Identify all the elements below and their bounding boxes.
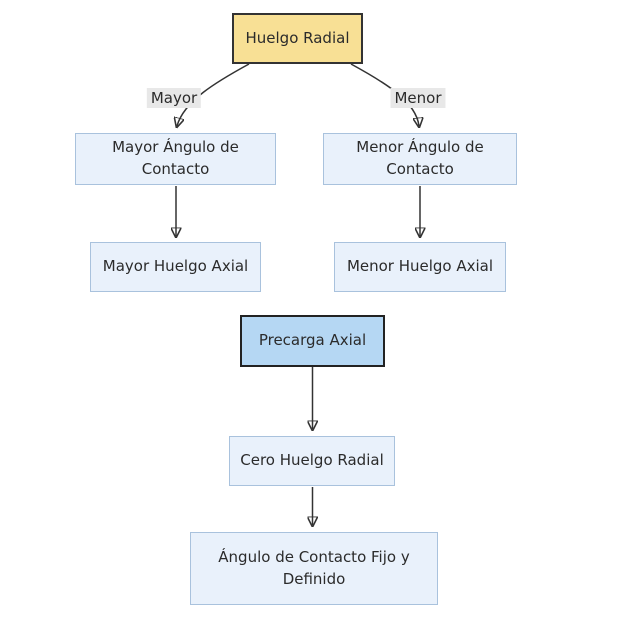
node-mayor-huelgo-axial-label: Mayor Huelgo Axial [102, 257, 249, 276]
edge-label-menor: Menor [390, 88, 446, 108]
node-mayor-angulo-contacto-label: Mayor Ángulo de Contacto [112, 138, 239, 178]
node-menor-angulo-contacto: Menor Ángulo de Contacto [323, 133, 517, 185]
node-huelgo-radial-label: Huelgo Radial [245, 28, 350, 47]
node-mayor-angulo-contacto: Mayor Ángulo de Contacto [75, 133, 276, 185]
node-mayor-huelgo-axial: Mayor Huelgo Axial [90, 242, 261, 292]
node-cero-huelgo-radial-label: Cero Huelgo Radial [240, 451, 384, 470]
edge-label-mayor: Mayor [146, 88, 202, 108]
node-menor-huelgo-axial-label: Menor Huelgo Axial [346, 257, 494, 276]
node-menor-huelgo-axial: Menor Huelgo Axial [334, 242, 506, 292]
node-precarga-axial-label: Precarga Axial [258, 331, 367, 350]
node-cero-huelgo-radial: Cero Huelgo Radial [229, 436, 395, 486]
node-menor-angulo-contacto-label: Menor Ángulo de Contacto [356, 138, 484, 178]
node-precarga-axial: Precarga Axial [240, 315, 385, 367]
node-angulo-fijo-definido-label: Ángulo de Contacto Fijo y Definido [218, 547, 410, 588]
node-angulo-fijo-definido: Ángulo de Contacto Fijo y Definido [190, 532, 438, 605]
node-huelgo-radial: Huelgo Radial [232, 13, 363, 64]
